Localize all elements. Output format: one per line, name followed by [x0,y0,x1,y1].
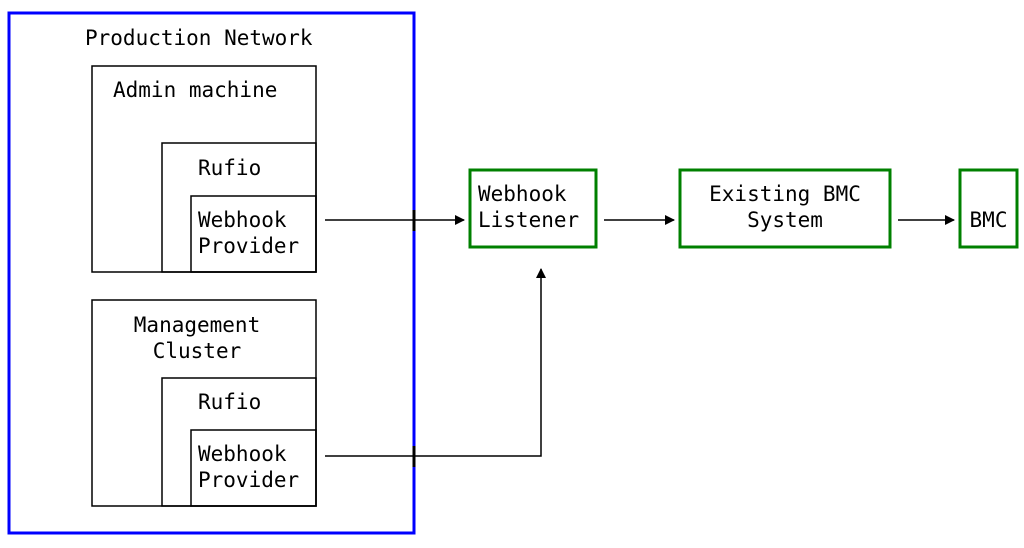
bmc-box [958,168,1019,249]
admin-webhook-provider-box [190,195,317,273]
cluster-rufio-label: Rufio [198,390,262,414]
production-network-boundary [7,11,416,535]
production-network-title: Production Network [85,26,313,50]
cluster-webhook-provider-box [190,429,317,507]
webhook-listener-box [468,168,598,249]
bmc-label: BMC [969,208,1008,232]
existing-bmc-system-box [678,168,892,249]
admin-machine-title: Admin machine [113,78,278,102]
admin-rufio-label: Rufio [198,156,262,180]
cluster-to-listener-arrow [325,268,546,457]
